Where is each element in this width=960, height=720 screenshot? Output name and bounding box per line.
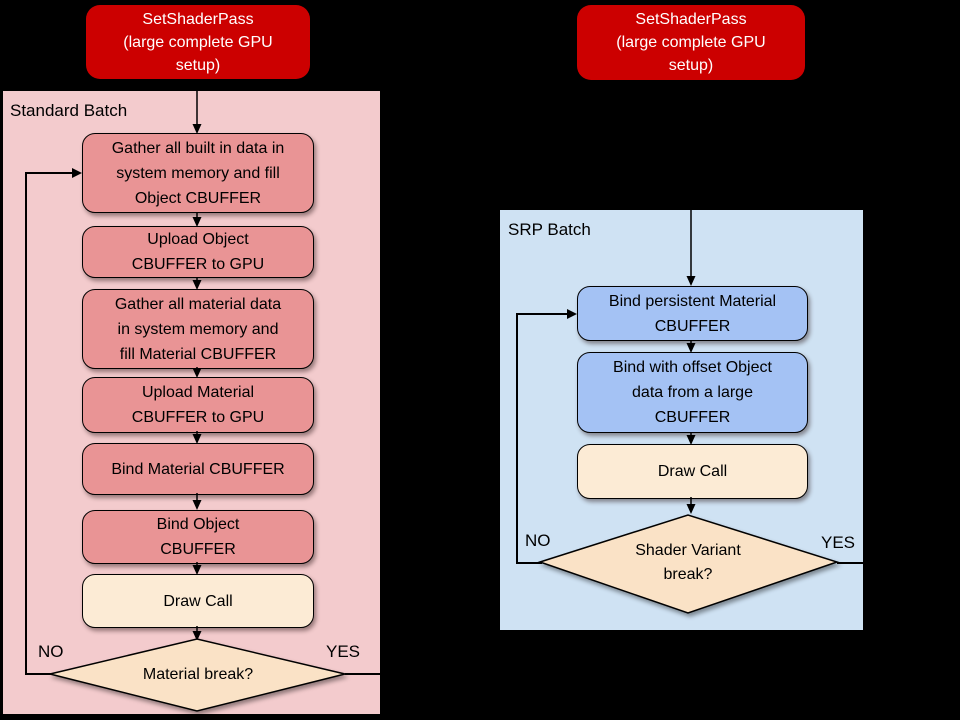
right-no-edge-horizontal-bottom <box>516 562 542 564</box>
left-no-edge-vertical <box>25 172 27 675</box>
right-no-edge-vertical <box>516 313 518 564</box>
left-arrow-2 <box>192 277 202 290</box>
step-bind-offset-object: Bind with offset Object data from a larg… <box>577 352 808 433</box>
step-upload-object-cbuffer: Upload Object CBUFFER to GPU <box>82 226 314 278</box>
decision-material-break-label: Material break? <box>142 666 254 683</box>
step-bind-persistent-material: Bind persistent Material CBUFFER <box>577 286 808 341</box>
left-setshaderpass-header: SetShaderPass (large complete GPU setup) <box>86 5 310 79</box>
right-arrow-header-to-step1 <box>686 80 696 286</box>
step-bind-object-cbuffer: Bind Object CBUFFER <box>82 510 314 564</box>
left-no-label: NO <box>38 642 64 661</box>
right-yes-label: YES <box>821 533 856 552</box>
step-bind-material-cbuffer: Bind Material CBUFFER <box>82 443 314 495</box>
right-arrow-1 <box>686 340 696 353</box>
left-arrow-3 <box>192 367 202 378</box>
left-yes-edge <box>345 673 380 675</box>
step-gather-material-data: Gather all material data in system memor… <box>82 289 314 369</box>
decision-shader-variant-break-label: Shader Variant break? <box>635 542 741 583</box>
left-arrow-header-to-step1 <box>192 79 202 134</box>
left-arrow-7 <box>192 626 202 641</box>
right-arrow-2 <box>686 432 696 445</box>
decision-shader-variant-break: Shader Variant break? <box>534 509 842 617</box>
decision-material-break: Material break? <box>46 636 350 714</box>
left-no-edge-horizontal-top <box>25 172 75 174</box>
step-upload-material-cbuffer: Upload Material CBUFFER to GPU <box>82 377 314 433</box>
right-no-edge-horizontal-top <box>516 313 570 315</box>
right-setshaderpass-header: SetShaderPass (large complete GPU setup) <box>577 5 805 80</box>
right-no-label: NO <box>525 531 551 550</box>
standard-batch-label: Standard Batch <box>10 101 128 120</box>
step-draw-call-left: Draw Call <box>82 574 314 628</box>
left-no-edge-horizontal-bottom <box>25 673 51 675</box>
left-arrow-4 <box>192 431 202 444</box>
right-arrow-3 <box>686 497 696 514</box>
left-yes-label: YES <box>326 642 361 661</box>
srp-batch-label: SRP Batch <box>508 220 591 239</box>
step-gather-builtin-data: Gather all built in data in system memor… <box>82 133 314 213</box>
right-yes-edge <box>837 562 863 564</box>
step-draw-call-right: Draw Call <box>577 444 808 499</box>
left-arrow-1 <box>192 212 202 227</box>
left-arrow-6 <box>192 562 202 575</box>
right-no-arrowhead <box>567 309 577 319</box>
left-no-arrowhead <box>72 168 82 178</box>
left-arrow-5 <box>192 493 202 510</box>
